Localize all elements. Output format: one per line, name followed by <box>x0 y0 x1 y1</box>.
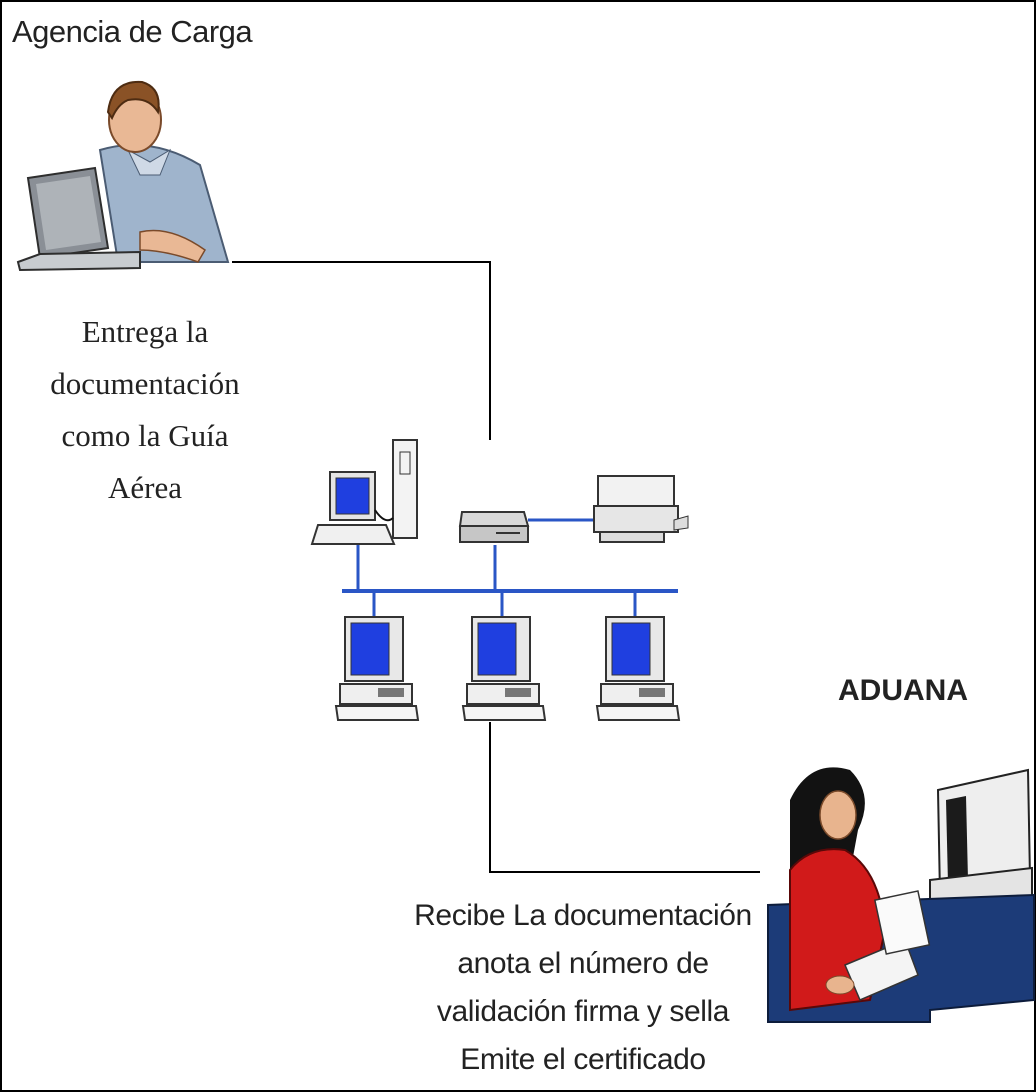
client-pc-2-icon <box>461 616 547 721</box>
server-workstation-icon <box>310 439 418 545</box>
agency-description: Entrega la documentación como la Guía Aé… <box>50 314 240 505</box>
connector-network-to-customs <box>489 722 760 873</box>
network-diagram <box>310 439 689 721</box>
connector-agency-to-network <box>232 261 491 440</box>
customs-officer-icon <box>767 767 1035 1023</box>
customs-title: ADUANA <box>838 674 968 707</box>
customs-description: Recibe La documentación anota el número … <box>414 899 752 1076</box>
client-pc-3-icon <box>595 616 681 721</box>
printer-icon <box>593 475 689 543</box>
man-at-laptop-icon <box>16 80 230 272</box>
hub-icon <box>458 511 530 543</box>
agency-title: Agencia de Carga <box>12 14 253 49</box>
client-pc-1-icon <box>334 616 420 721</box>
